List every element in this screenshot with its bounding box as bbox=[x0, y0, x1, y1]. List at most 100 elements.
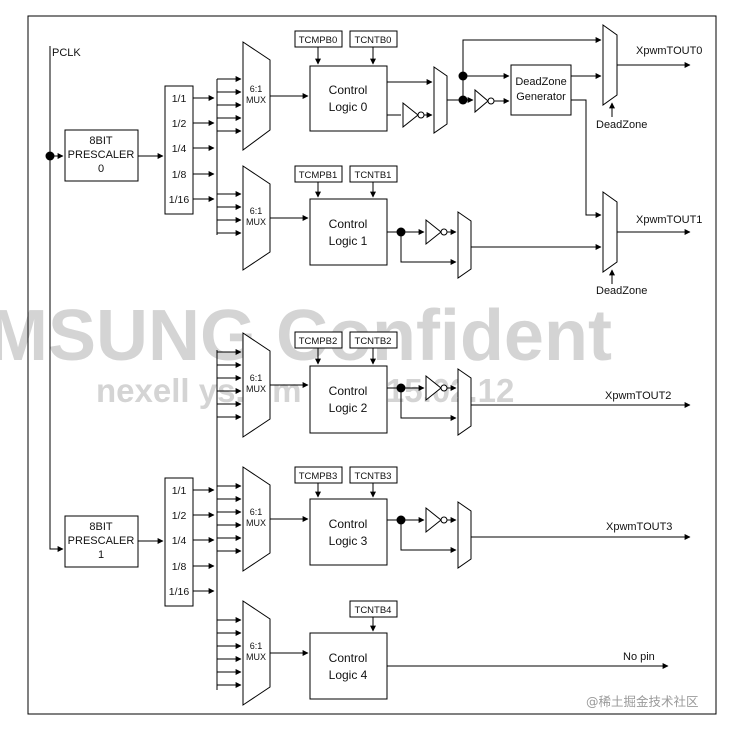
mux-0-line1: 6:1 bbox=[250, 84, 263, 94]
register-tcmpb1: TCMPB1 bbox=[294, 165, 343, 183]
diagram-frame bbox=[27, 15, 717, 715]
mux-2-line2: MUX bbox=[246, 384, 266, 394]
deadzone-label-1: DeadZone bbox=[596, 285, 647, 297]
mux-1: 6:1 MUX bbox=[242, 165, 271, 271]
credit-watermark: @稀土掘金技术社区 bbox=[586, 694, 699, 709]
junction-dot-0 bbox=[45, 151, 55, 161]
divider0-1-2: 1/2 bbox=[172, 118, 187, 130]
control-logic-0-line1: Control bbox=[329, 83, 368, 97]
wire-73 bbox=[400, 232, 457, 265]
mux-4-line1: 6:1 bbox=[250, 641, 263, 651]
register-tcntb1-label: TCNTB1 bbox=[355, 170, 392, 181]
divider1-1-4: 1/4 bbox=[172, 535, 187, 547]
control-logic-4-line1: Control bbox=[329, 651, 368, 665]
prescaler-0-line1: 8BIT bbox=[89, 135, 113, 147]
output-mux-1 bbox=[457, 211, 472, 279]
register-tcntb2-label: TCNTB2 bbox=[355, 336, 392, 347]
mux-1-line2: MUX bbox=[246, 217, 266, 227]
prescaler-0-line2: PRESCALER bbox=[68, 149, 135, 161]
deadzone-generator-line2: Generator bbox=[516, 91, 566, 103]
mux-2: 6:1 MUX bbox=[242, 332, 271, 438]
inverter-2-icon bbox=[425, 374, 448, 402]
register-tcmpb0-label: TCMPB0 bbox=[299, 35, 338, 46]
divider0-1-8: 1/8 bbox=[172, 169, 187, 181]
deadzone-mux-1 bbox=[602, 191, 618, 273]
divider0-1-1: 1/1 bbox=[172, 93, 187, 105]
prescaler-1-line1: 8BIT bbox=[89, 521, 113, 533]
inverter-0-icon bbox=[402, 101, 425, 129]
register-tcntb2: TCNTB2 bbox=[349, 331, 398, 349]
register-tcmpb3-label: TCMPB3 bbox=[299, 471, 338, 482]
register-tcntb0: TCNTB0 bbox=[349, 30, 398, 48]
prescaler-0: 8BIT PRESCALER 0 bbox=[64, 129, 139, 182]
mux-3: 6:1 MUX bbox=[242, 466, 271, 572]
output-mux-0 bbox=[433, 66, 448, 134]
control-logic-4: Control Logic 4 bbox=[309, 632, 388, 700]
register-tcntb4: TCNTB4 bbox=[349, 600, 398, 618]
control-logic-1: Control Logic 1 bbox=[309, 198, 388, 266]
mux-4: 6:1 MUX bbox=[242, 600, 271, 706]
prescaler-1-line2: PRESCALER bbox=[68, 535, 135, 547]
control-logic-0: Control Logic 0 bbox=[309, 65, 388, 132]
wire-82 bbox=[400, 520, 457, 553]
control-logic-1-line2: Logic 1 bbox=[329, 234, 368, 248]
output-xpwmtout3-label: XpwmTOUT3 bbox=[606, 521, 672, 533]
register-tcmpb0: TCMPB0 bbox=[294, 30, 343, 48]
register-tcmpb2: TCMPB2 bbox=[294, 331, 343, 349]
divider-block-0: 1/1 1/2 1/4 1/8 1/16 bbox=[164, 85, 194, 215]
register-tcntb3-label: TCNTB3 bbox=[355, 471, 392, 482]
output-mux-2 bbox=[457, 368, 472, 436]
prescaler-1: 8BIT PRESCALER 1 bbox=[64, 515, 139, 568]
inverter-dz-icon bbox=[474, 88, 495, 114]
junction-dot-1 bbox=[458, 95, 468, 105]
register-tcntb4-label: TCNTB4 bbox=[355, 605, 392, 616]
junction-dot-2 bbox=[458, 71, 468, 81]
pclk-label: PCLK bbox=[52, 47, 81, 59]
divider0-1-4: 1/4 bbox=[172, 143, 187, 155]
deadzone-label-0: DeadZone bbox=[596, 119, 647, 131]
junction-dot-5 bbox=[396, 515, 406, 525]
deadzone-generator-line1: DeadZone bbox=[515, 76, 566, 88]
mux-4-line2: MUX bbox=[246, 652, 266, 662]
mux-3-line1: 6:1 bbox=[250, 507, 263, 517]
control-logic-0-line2: Logic 0 bbox=[329, 100, 368, 114]
divider1-1-1: 1/1 bbox=[172, 485, 187, 497]
junction-dot-4 bbox=[396, 383, 406, 393]
control-logic-1-line1: Control bbox=[329, 217, 368, 231]
prescaler-1-line3: 1 bbox=[98, 549, 104, 561]
register-tcntb3: TCNTB3 bbox=[349, 466, 398, 484]
mux-3-line2: MUX bbox=[246, 518, 266, 528]
output-nopin-label: No pin bbox=[623, 651, 655, 663]
divider1-1-2: 1/2 bbox=[172, 510, 187, 522]
junction-dot-3 bbox=[396, 227, 406, 237]
output-xpwmtout1-label: XpwmTOUT1 bbox=[636, 214, 702, 226]
divider-block-1: 1/1 1/2 1/4 1/8 1/16 bbox=[164, 477, 194, 607]
control-logic-4-line2: Logic 4 bbox=[329, 668, 368, 682]
register-tcntb1: TCNTB1 bbox=[349, 165, 398, 183]
register-tcntb0-label: TCNTB0 bbox=[355, 35, 392, 46]
inverter-1-icon bbox=[425, 218, 448, 246]
deadzone-generator: DeadZone Generator bbox=[510, 64, 572, 116]
control-logic-2-line1: Control bbox=[329, 384, 368, 398]
inverter-3-icon bbox=[425, 506, 448, 534]
mux-0: 6:1 MUX bbox=[242, 41, 271, 151]
mux-2-line1: 6:1 bbox=[250, 373, 263, 383]
output-mux-3 bbox=[457, 501, 472, 569]
output-xpwmtout2-label: XpwmTOUT2 bbox=[605, 390, 671, 402]
watermark-line2: nexell ys.kim at 2015.02.12 bbox=[96, 372, 514, 409]
mux-1-line1: 6:1 bbox=[250, 206, 263, 216]
divider1-1-8: 1/8 bbox=[172, 561, 187, 573]
prescaler-0-line3: 0 bbox=[98, 163, 104, 175]
wire-68 bbox=[571, 99, 602, 218]
register-tcmpb3: TCMPB3 bbox=[294, 466, 343, 484]
deadzone-mux-0 bbox=[602, 24, 618, 106]
register-tcmpb2-label: TCMPB2 bbox=[299, 336, 338, 347]
mux-0-line2: MUX bbox=[246, 95, 266, 105]
control-logic-2-line2: Logic 2 bbox=[329, 401, 368, 415]
junction-dots bbox=[45, 71, 468, 525]
control-logic-3-line1: Control bbox=[329, 517, 368, 531]
register-tcmpb1-label: TCMPB1 bbox=[299, 170, 338, 181]
divider0-1-16: 1/16 bbox=[169, 194, 190, 206]
wire-78 bbox=[400, 388, 457, 421]
